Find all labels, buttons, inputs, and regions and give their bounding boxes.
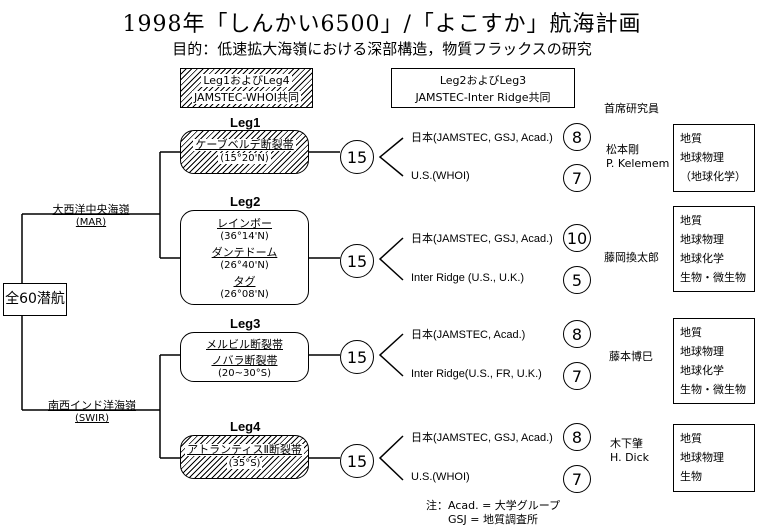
leg2-chief: 藤岡換太郎 [604, 251, 659, 264]
leg2-row1-label: 日本(JAMSTEC, GSJ, Acad.) [411, 233, 553, 245]
leg23-header-line2: JAMSTEC-Inter Ridge共同 [415, 91, 551, 104]
leg4-site-box: アトランティスⅡ断裂帯 (35°S) [180, 435, 309, 479]
leg3-field-3: 地球化学 [680, 364, 724, 377]
leg4-site-coord: (35°S) [226, 458, 263, 469]
leg1-site-box: ケーブベルデ断裂帯 (15°20'N) [180, 130, 309, 174]
leg1-field-3: （地球化学） [680, 170, 746, 183]
page-subtitle: 目的：低速拡大海嶺における深部構造，物質フラックスの研究 [172, 40, 592, 58]
leg3-site-box: メルビル断裂帯 ノバラ断裂帯 (20~30°S) [180, 332, 309, 382]
leg3-field-2: 地球物理 [680, 345, 724, 358]
leg4-total-circle: 15 [340, 444, 374, 478]
leg1-row1-count: 8 [563, 123, 591, 151]
leg4-row1-count: 8 [563, 423, 591, 451]
leg3-field-4: 生物・微生物 [680, 383, 746, 396]
notes: 注：Acad. = 大学グループ GSJ = 地質調査所 [426, 499, 560, 527]
leg14-header-line1: Leg1およびLeg4 [201, 74, 292, 87]
leg1-row2-count: 7 [563, 164, 591, 192]
leg4-field-1: 地質 [680, 432, 702, 445]
leg3-row2-count: 7 [563, 362, 591, 390]
ridge-swir-abbr: (SWIR) [75, 413, 109, 424]
leg2-field-1: 地質 [680, 214, 702, 227]
leg4-row1-label: 日本(JAMSTEC, GSJ, Acad.) [411, 432, 553, 444]
leg2-total-circle: 15 [340, 244, 374, 278]
chief-researcher-header: 首席研究員 [604, 102, 659, 115]
ridge-mar: 大西洋中央海嶺 (MAR) [36, 201, 146, 228]
leg3-row1-count: 8 [563, 320, 591, 348]
leg3-site2-name: ノバラ断裂帯 [211, 355, 278, 367]
leg1-field-1: 地質 [680, 132, 702, 145]
leg2-field-2: 地球物理 [680, 233, 724, 246]
leg4-field-3: 生物 [680, 470, 702, 483]
page-title: 1998年「しんかい6500」/「よこすか」航海計画 [122, 12, 642, 37]
leg1-chief-name2: P. Kelemem [606, 157, 670, 170]
leg1-title: Leg1 [230, 115, 261, 130]
leg23-header: Leg2およびLeg3 JAMSTEC-Inter Ridge共同 [391, 68, 575, 108]
leg4-row2-label: U.S.(WHOI) [411, 471, 470, 483]
ridge-swir-name: 南西インド洋海嶺 [48, 399, 136, 412]
leg4-field-2: 地球物理 [680, 451, 724, 464]
leg3-site2-coord: (20~30°S) [218, 368, 271, 379]
leg1-field-2: 地球物理 [680, 151, 724, 164]
leg1-chief-name1: 松本剛 [606, 143, 639, 156]
leg3-fields-box: 地質 地球物理 地球化学 生物・微生物 [673, 318, 755, 404]
leg1-row2-label: U.S.(WHOI) [411, 170, 470, 182]
ridge-swir: 南西インド洋海嶺 (SWIR) [36, 397, 148, 424]
leg3-row2-label: Inter Ridge(U.S., FR, U.K.) [411, 368, 542, 380]
leg1-site-name: ケーブベルデ断裂帯 [193, 139, 296, 151]
leg4-row2-count: 7 [563, 465, 591, 493]
leg4-site-name: アトランティスⅡ断裂帯 [185, 444, 304, 456]
leg4-fields-box: 地質 地球物理 生物 [673, 424, 755, 492]
leg2-site1-coord: (36°14'N) [220, 231, 269, 242]
leg2-title: Leg2 [230, 194, 261, 209]
leg3-total-circle: 15 [340, 340, 374, 374]
leg3-field-1: 地質 [680, 326, 702, 339]
leg2-field-4: 生物・微生物 [680, 271, 746, 284]
leg1-chief: 松本剛 P. Kelemem [606, 143, 669, 171]
leg3-chief: 藤本博巳 [609, 350, 653, 363]
leg2-site3-name: タグ [233, 276, 256, 288]
leg1-total-circle: 15 [340, 140, 374, 174]
leg1-row1-label: 日本(JAMSTEC, GSJ, Acad.) [411, 132, 553, 144]
leg4-title: Leg4 [230, 419, 261, 434]
leg3-row1-label: 日本(JAMSTEC, Acad.) [411, 329, 526, 341]
leg23-header-line1: Leg2およびLeg3 [439, 74, 527, 87]
leg2-row1-count: 10 [563, 224, 591, 252]
root-total-dives: 全60潜航 [3, 283, 67, 316]
leg2-row2-count: 5 [563, 266, 591, 294]
leg2-row2-label: Inter Ridge (U.S., U.K.) [411, 272, 525, 284]
leg3-title: Leg3 [230, 316, 261, 331]
leg2-site3-coord: (26°08'N) [220, 289, 269, 300]
note-gsj: GSJ = 地質調査所 [448, 513, 538, 526]
leg2-site2-coord: (26°40'N) [220, 260, 269, 271]
leg2-field-3: 地球化学 [680, 252, 724, 265]
leg1-fields-box: 地質 地球物理 （地球化学） [673, 124, 755, 192]
leg2-site-box: レインボー (36°14'N) ダンテドーム (26°40'N) タグ (26°… [180, 210, 309, 305]
leg4-chief: 木下肇 H. Dick [610, 437, 649, 465]
ridge-mar-abbr: (MAR) [75, 217, 107, 228]
leg2-site1-name: レインボー [217, 218, 272, 230]
leg4-chief-name1: 木下肇 [610, 437, 643, 450]
note-acad: 注：Acad. = 大学グループ [426, 499, 561, 512]
leg14-header: Leg1およびLeg4 JAMSTEC-WHOI共同 [180, 68, 313, 108]
leg4-chief-name2: H. Dick [610, 451, 650, 464]
leg14-header-line2: JAMSTEC-WHOI共同 [192, 91, 301, 104]
ridge-mar-name: 大西洋中央海嶺 [52, 203, 130, 216]
leg3-site1-name: メルビル断裂帯 [206, 339, 283, 351]
leg2-fields-box: 地質 地球物理 地球化学 生物・微生物 [673, 206, 755, 292]
leg1-site-coord: (15°20'N) [218, 153, 271, 164]
leg2-site2-name: ダンテドーム [211, 247, 278, 259]
